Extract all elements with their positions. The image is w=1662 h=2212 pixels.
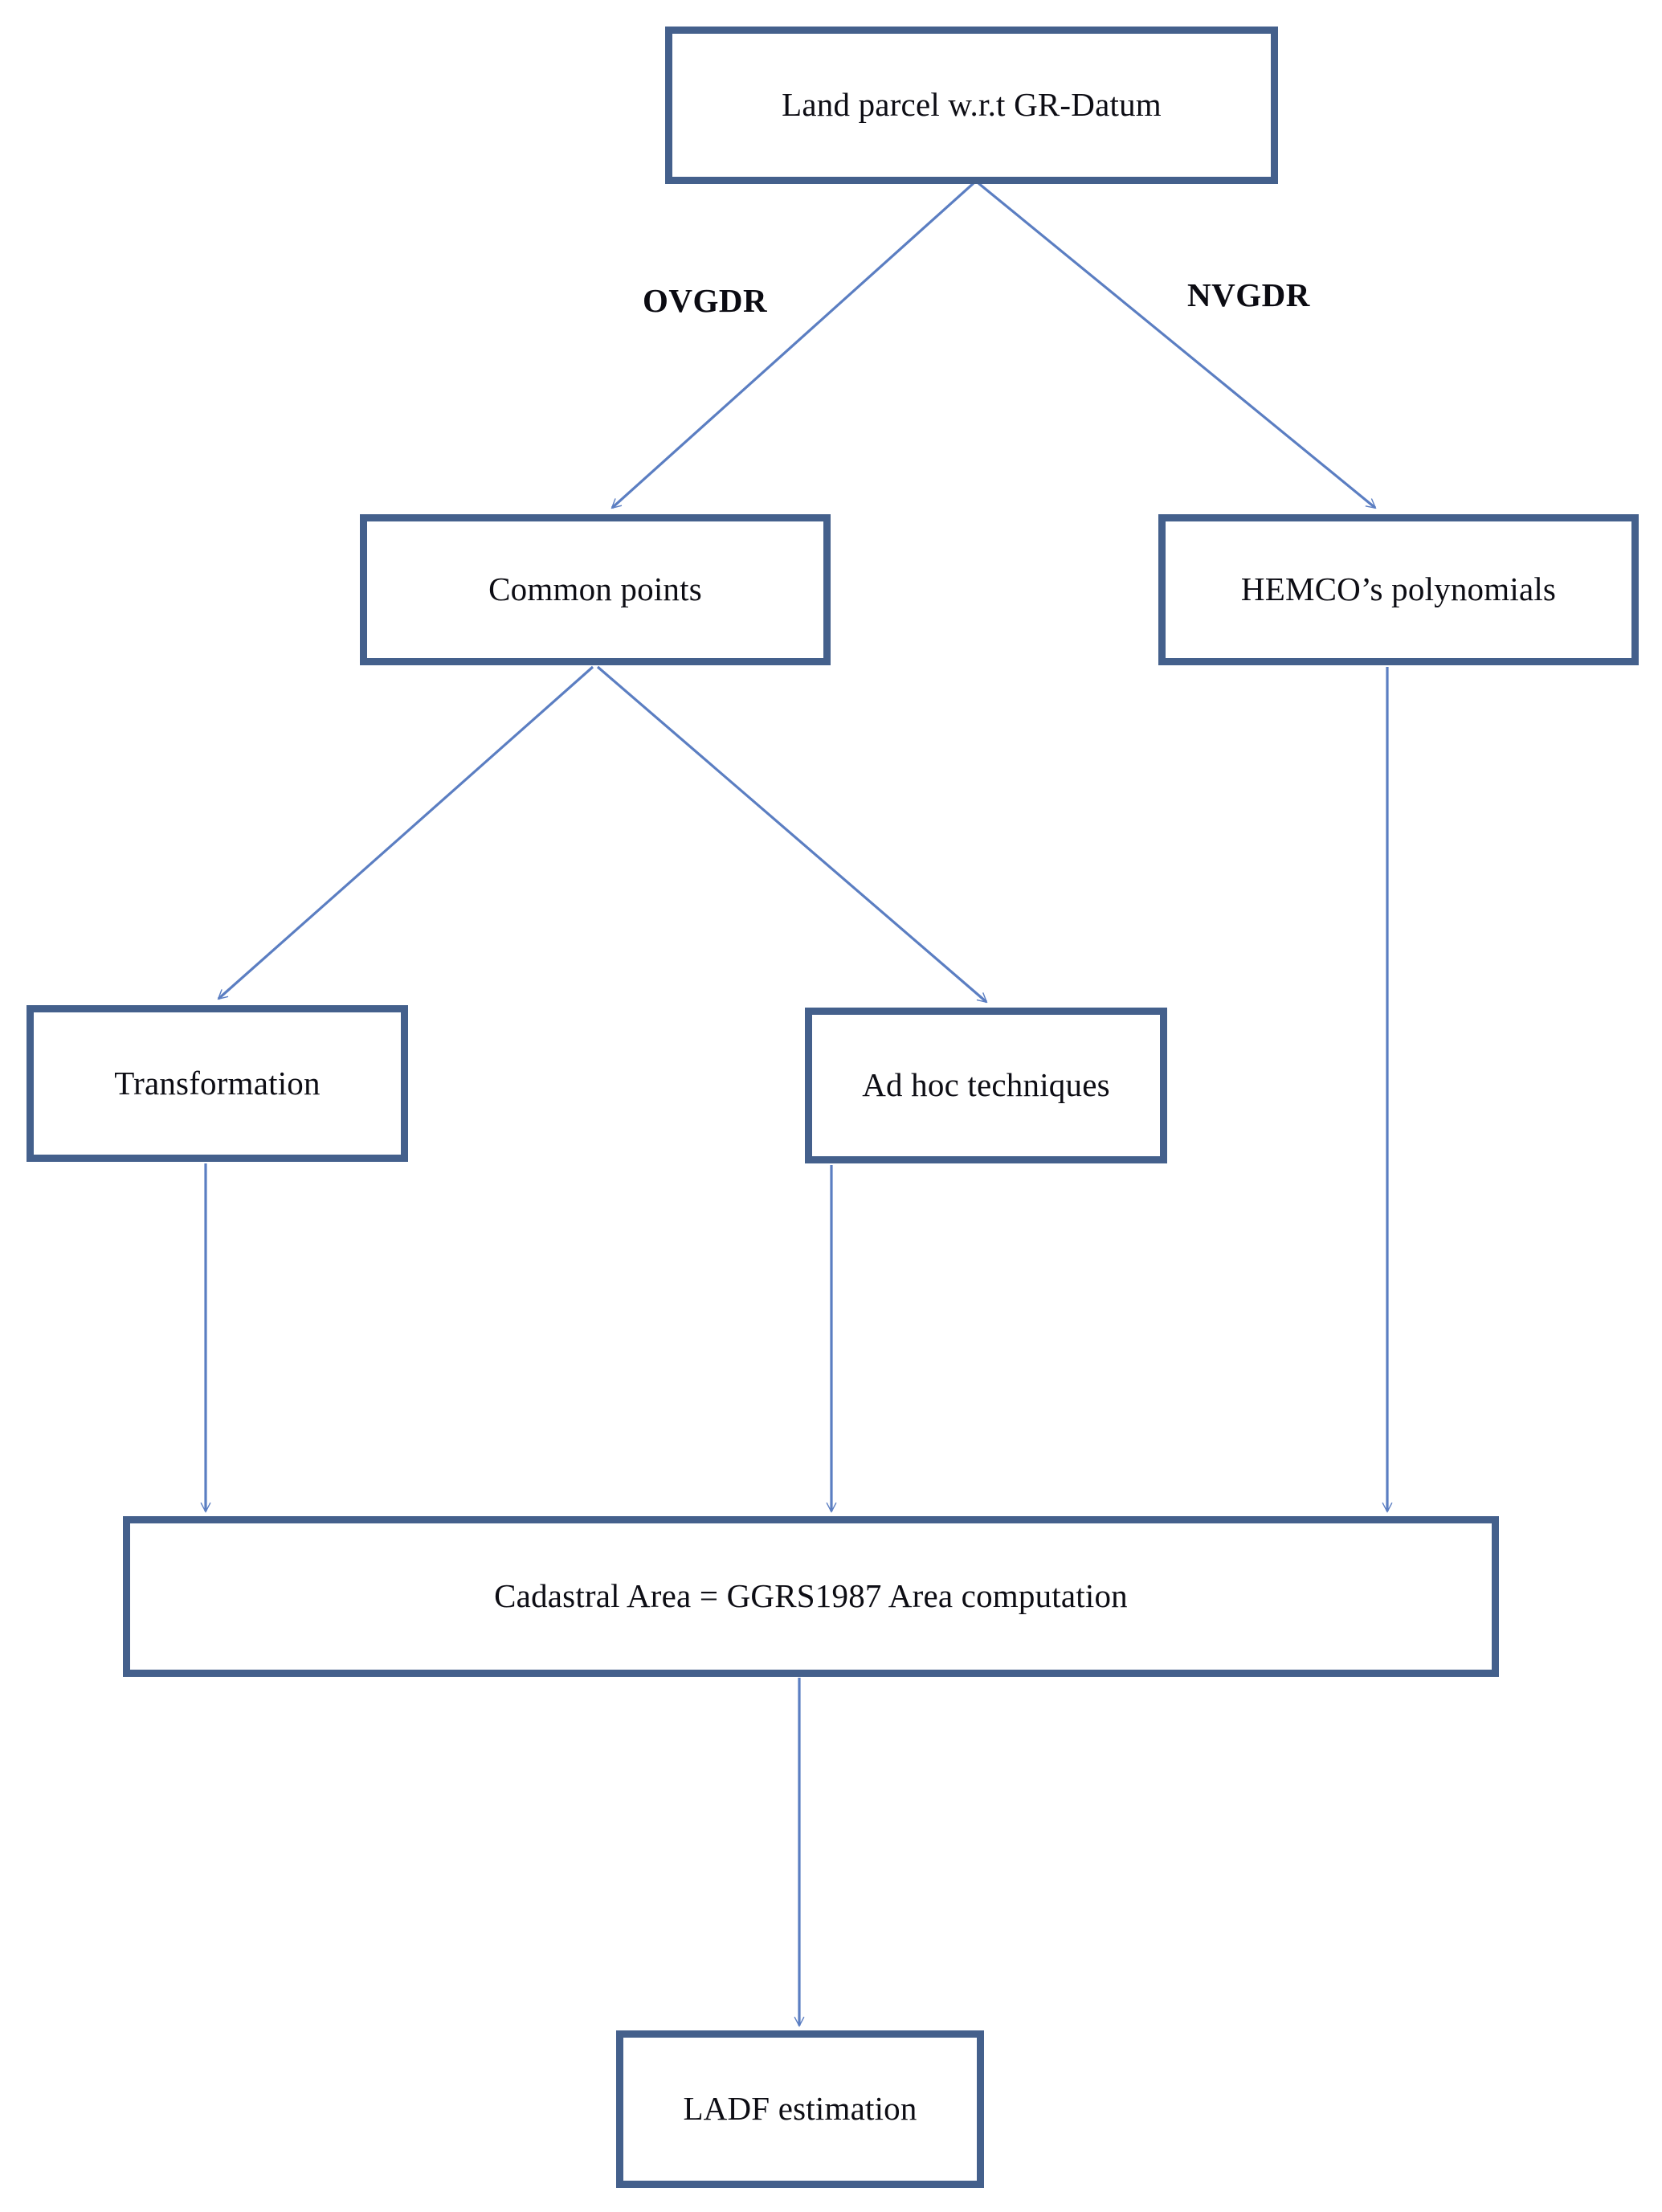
edge-root-to-common <box>612 182 975 508</box>
node-label: Land parcel w.r.t GR-Datum <box>782 86 1162 124</box>
edge-common-to-adhoc <box>596 665 986 1002</box>
node-transformation[interactable]: Transformation <box>27 1005 408 1162</box>
edge-label-ovgdr: OVGDR <box>643 282 768 319</box>
node-cadastral-area[interactable]: Cadastral Area = GGRS1987 Area computati… <box>123 1516 1499 1677</box>
node-label: Common points <box>488 570 702 608</box>
edge-label-nvgdr: NVGDR <box>1187 276 1310 313</box>
node-label: Cadastral Area = GGRS1987 Area computati… <box>494 1577 1128 1615</box>
node-hemco-polynomials[interactable]: HEMCO’s polynomials <box>1158 514 1639 665</box>
node-common-points[interactable]: Common points <box>360 514 831 665</box>
edge-root-to-hemco <box>977 182 1375 508</box>
node-ladf-estimation[interactable]: LADF estimation <box>616 2030 984 2188</box>
node-label: Ad hoc techniques <box>862 1066 1110 1104</box>
node-label: LADF estimation <box>683 2090 917 2128</box>
node-ad-hoc-techniques[interactable]: Ad hoc techniques <box>805 1008 1167 1163</box>
edge-common-to-transformation <box>218 665 594 999</box>
node-land-parcel[interactable]: Land parcel w.r.t GR-Datum <box>665 27 1278 184</box>
node-label: HEMCO’s polynomials <box>1240 570 1557 608</box>
node-label: Transformation <box>114 1064 321 1102</box>
